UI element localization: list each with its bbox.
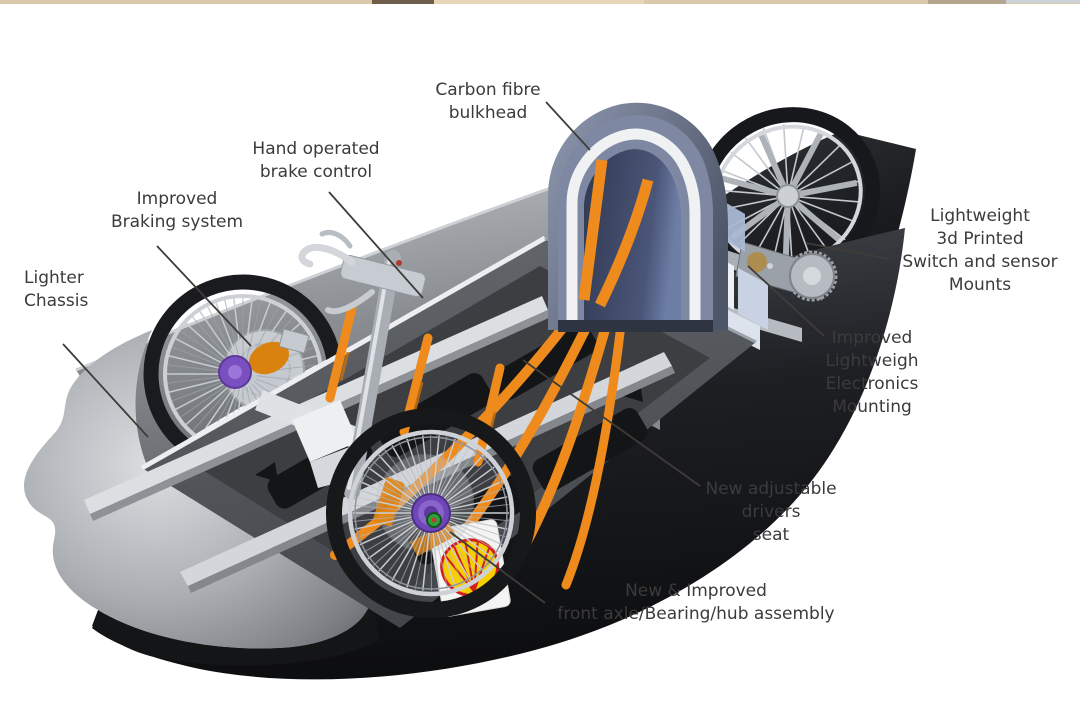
left-caliper xyxy=(278,328,310,354)
strap-cross-1 xyxy=(325,303,357,403)
annotation-line: Mounting xyxy=(832,397,912,417)
motor-assembly xyxy=(722,241,838,302)
rear-hub xyxy=(776,184,800,208)
strap-fan-2 xyxy=(443,303,601,557)
annotation-line: 3d Printed xyxy=(936,229,1024,249)
annotation-line: front axle/Bearing/hub assembly xyxy=(557,604,835,624)
shell-bottom-lip xyxy=(92,600,380,666)
annotation-line: Lightweigh xyxy=(825,351,919,371)
top-border-strip xyxy=(0,0,1080,4)
annotation-line: New & Improved xyxy=(625,581,767,601)
near-spokes-2 xyxy=(353,434,509,592)
annotation-line: Chassis xyxy=(24,291,89,311)
annotation-braking-system: Improved Braking system xyxy=(77,188,277,234)
leader-braking-system xyxy=(156,245,252,347)
annotation-line: brake control xyxy=(259,162,373,182)
leader-front-axle xyxy=(449,531,546,604)
annotation-line: bulkhead xyxy=(448,103,528,123)
annotation-carbon-bulkhead: Carbon fibre bulkhead xyxy=(388,79,588,125)
annotation-electronics-mounting: Improved Lightweigh Electronics Mounting xyxy=(772,327,972,419)
leader-lines xyxy=(62,101,891,604)
annotation-line: Mounts xyxy=(948,275,1012,295)
leader-carbon-bulkhead xyxy=(545,101,591,151)
column-bracket xyxy=(292,400,358,462)
annotation-drivers-seat: New adjustable drivers seat xyxy=(671,478,871,547)
annotation-line: Switch and sensor xyxy=(902,252,1058,272)
annotation-line: Electronics xyxy=(825,374,919,394)
annotation-line: Improved xyxy=(136,189,218,209)
carbon-bulkhead xyxy=(548,102,728,332)
annotation-lighter-chassis: Lighter Chassis xyxy=(24,267,174,313)
bulkhead-white-frame xyxy=(566,128,701,325)
drive-gear xyxy=(786,250,838,302)
annotation-line: seat xyxy=(752,525,790,545)
brake-control xyxy=(298,230,426,315)
annotation-line: New adjustable xyxy=(705,479,837,499)
near-rim xyxy=(347,429,515,597)
annotation-line: Carbon fibre xyxy=(435,80,541,100)
annotation-line: Lightweight xyxy=(930,206,1030,226)
chainring-gold xyxy=(747,252,767,272)
near-front-wheel xyxy=(326,408,536,618)
annotation-hand-brake: Hand operated brake control xyxy=(216,138,416,184)
leader-switch-mounts xyxy=(805,242,891,260)
leader-hand-brake xyxy=(328,191,424,299)
annotation-line: Braking system xyxy=(110,212,244,232)
annotation-line: drivers xyxy=(741,502,801,522)
leader-lighter-chassis xyxy=(62,343,149,438)
annotation-line: Hand operated xyxy=(252,139,380,159)
left-hub-orange xyxy=(248,341,290,375)
annotation-line: Improved xyxy=(831,328,913,348)
seat-straps xyxy=(325,295,627,590)
leader-electronics xyxy=(747,265,825,337)
annotation-switch-mounts: Lightweight 3d Printed Switch and sensor… xyxy=(880,205,1080,297)
near-tire xyxy=(326,408,536,618)
brake-red-dot xyxy=(396,260,402,266)
strap-fan-4 xyxy=(561,311,627,590)
strap-cross-3 xyxy=(473,363,505,467)
near-spokes xyxy=(353,435,509,591)
leader-drivers-seat xyxy=(522,359,701,487)
annotation-line: Lighter xyxy=(24,268,84,288)
window-straps xyxy=(578,159,654,308)
annotation-front-axle: New & Improved front axle/Bearing/hub as… xyxy=(546,580,846,626)
